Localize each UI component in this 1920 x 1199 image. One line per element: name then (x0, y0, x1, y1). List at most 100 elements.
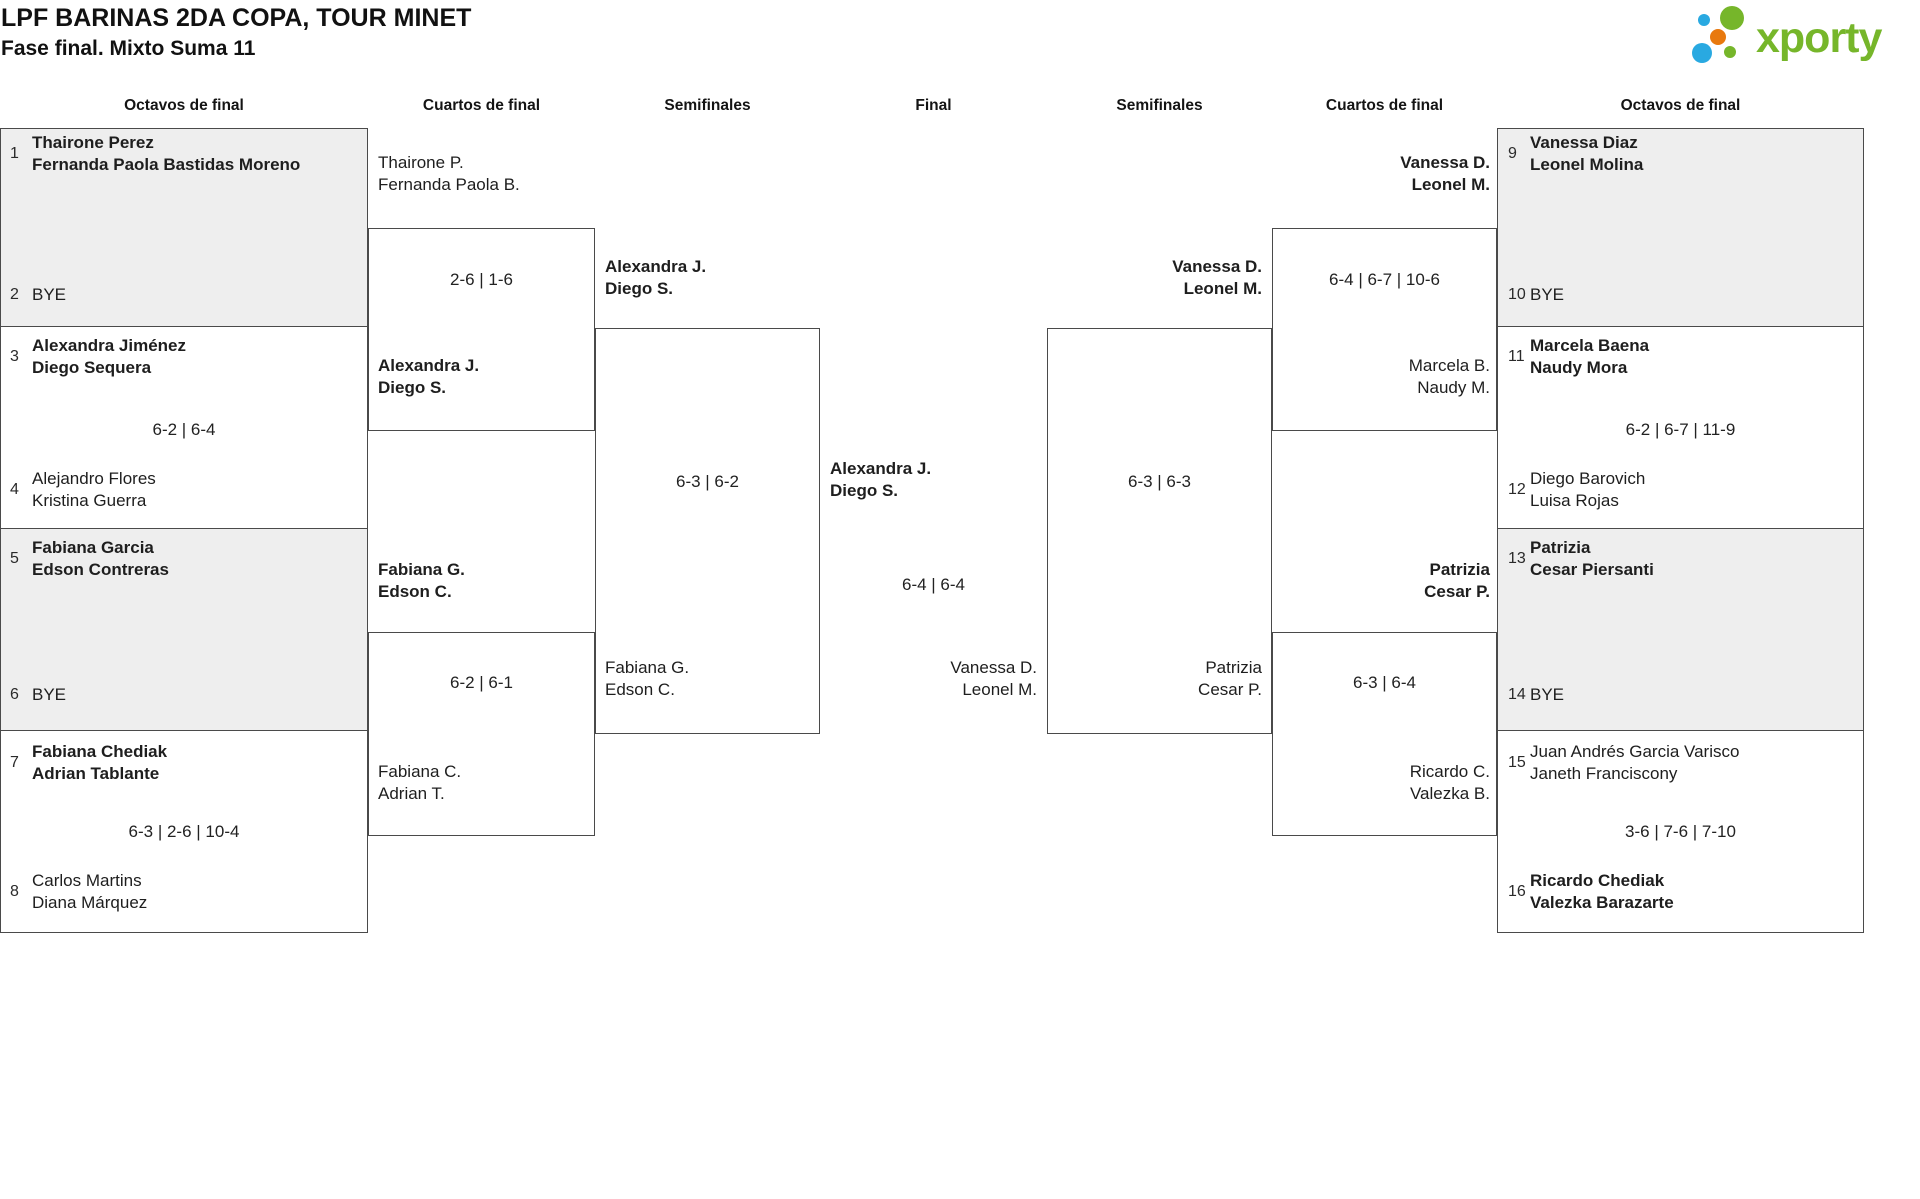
team-names: BYE (32, 684, 66, 706)
team-line: Valezka B. (1409, 784, 1490, 803)
team-line: Diego S. (830, 481, 899, 500)
team-names: Alejandro Flores Kristina Guerra (32, 468, 156, 512)
team-line: Naudy M. (1417, 378, 1490, 397)
seed-number: 2 (10, 286, 19, 303)
team-line: Marcela B. (1408, 356, 1490, 375)
team-line: Naudy Mora (1530, 358, 1628, 377)
advancing-team-label: Alexandra J. Diego S. (605, 256, 815, 300)
team-entry-seed-3: 3 Alexandra Jiménez Diego Sequera (6, 335, 364, 379)
match-box-sf-left (595, 328, 820, 734)
team-line: Edson C. (605, 680, 675, 699)
finalist-label-left: Alexandra J. Diego S. (830, 458, 1040, 502)
advancing-team-label: Alexandra J. Diego S. (378, 355, 588, 399)
seed-number: 12 (1508, 481, 1526, 498)
round-header-octavos-right: Octavos de final (1620, 97, 1741, 114)
seed-number: 13 (1508, 550, 1526, 567)
logo-text: xporty (1756, 14, 1882, 62)
team-line: Alexandra J. (830, 459, 932, 478)
team-line: Vanessa Diaz (1530, 133, 1638, 152)
team-line: Alejandro Flores (32, 469, 156, 488)
team-line: Alexandra Jiménez (32, 336, 187, 355)
advancing-team-label: Fabiana C. Adrian T. (378, 761, 588, 805)
match-box-sf-right (1047, 328, 1272, 734)
page-title: LPF BARINAS 2DA COPA, TOUR MINET (1, 4, 472, 32)
advancing-team-label: Ricardo C. Valezka B. (1272, 761, 1490, 805)
team-line: Ricardo C. (1409, 762, 1490, 781)
seed-number: 4 (10, 481, 19, 498)
advancing-team-label: Fabiana G. Edson C. (605, 657, 815, 701)
team-line: Diana Márquez (32, 893, 148, 912)
team-entry-seed-9: 9 Vanessa Diaz Leonel Molina (1504, 132, 1860, 176)
final-score: 6-4 | 6-4 (901, 575, 965, 594)
page-subtitle: Fase final. Mixto Suma 11 (1, 37, 256, 60)
team-line: Diego S. (378, 378, 447, 397)
team-line: Kristina Guerra (32, 491, 147, 510)
round-header-cuartos-left: Cuartos de final (422, 97, 541, 114)
match-box-r16-right-3 (1497, 528, 1864, 731)
advancing-team-label: Patrizia Cesar P. (1047, 657, 1262, 701)
team-line: Vanessa D. (1400, 153, 1490, 172)
round-header-octavos-left: Octavos de final (124, 97, 244, 114)
match-score: 6-2 | 6-4 (152, 420, 216, 439)
team-line: Fernanda Paola B. (378, 175, 520, 194)
advancing-team-label: Vanessa D. Leonel M. (1047, 256, 1262, 300)
team-line: Fabiana G. (378, 560, 465, 579)
seed-number: 6 (10, 686, 19, 703)
advancing-team-label: Thairone P. Fernanda Paola B. (378, 152, 588, 196)
team-entry-seed-16: 16 Ricardo Chediak Valezka Barazarte (1504, 870, 1860, 914)
logo-dot-blue-large (1692, 43, 1712, 63)
team-line: Alexandra J. (378, 356, 480, 375)
advancing-team-label: Vanessa D. Leonel M. (1272, 152, 1490, 196)
finalist-label-right: Vanessa D. Leonel M. (820, 657, 1037, 701)
team-line: Ricardo Chediak (1530, 871, 1665, 890)
team-entry-seed-14: 14 BYE (1504, 684, 1860, 706)
team-line: Cesar P. (1424, 582, 1490, 601)
seed-number: 7 (10, 754, 19, 771)
team-line: Fabiana Garcia (32, 538, 154, 557)
team-names: Diego Barovich Luisa Rojas (1530, 468, 1645, 512)
team-line: Carlos Martins (32, 871, 142, 890)
logo-dot-green-small (1724, 46, 1736, 58)
team-entry-seed-11: 11 Marcela Baena Naudy Mora (1504, 335, 1860, 379)
team-line: BYE (1530, 685, 1565, 704)
team-line: Patrizia (1530, 538, 1591, 557)
team-line: Valezka Barazarte (1530, 893, 1674, 912)
team-line: Fabiana Chediak (32, 742, 168, 761)
team-line: Cesar Piersanti (1530, 560, 1654, 579)
match-score: 3-6 | 7-6 | 7-10 (1625, 822, 1736, 841)
team-line: Leonel M. (962, 680, 1037, 699)
match-box-qf-left-2 (368, 632, 595, 836)
team-names: Marcela Baena Naudy Mora (1530, 335, 1649, 379)
team-names: BYE (32, 284, 66, 306)
team-line: Juan Andrés Garcia Varisco (1530, 742, 1740, 761)
round-header-semifinales-right: Semifinales (1116, 97, 1203, 114)
match-box-r16-right-1 (1497, 128, 1864, 327)
team-line: Fabiana C. (378, 762, 462, 781)
match-box-qf-right-1 (1272, 228, 1497, 431)
seed-number: 16 (1508, 883, 1526, 900)
team-line: Leonel Molina (1530, 155, 1644, 174)
team-entry-seed-4: 4 Alejandro Flores Kristina Guerra (6, 468, 364, 512)
team-names: Alexandra Jiménez Diego Sequera (32, 335, 186, 379)
team-names: Fabiana Chediak Adrian Tablante (32, 741, 167, 785)
team-line: Thairone P. (378, 153, 464, 172)
team-line: Diego Barovich (1530, 469, 1646, 488)
match-box-r16-left-1 (0, 128, 368, 327)
team-entry-seed-8: 8 Carlos Martins Diana Márquez (6, 870, 364, 914)
match-score: 6-2 | 6-1 (449, 673, 513, 692)
team-entry-seed-10: 10 BYE (1504, 284, 1860, 306)
team-line: Janeth Franciscony (1530, 764, 1678, 783)
advancing-team-label: Patrizia Cesar P. (1272, 559, 1490, 603)
team-line: Edson C. (378, 582, 452, 601)
team-entry-seed-1: 1 Thairone Perez Fernanda Paola Bastidas… (6, 132, 364, 176)
team-line: Fernanda Paola Bastidas Moreno (32, 155, 301, 174)
xporty-logo[interactable]: xporty (1680, 0, 1920, 75)
team-names: Thairone Perez Fernanda Paola Bastidas M… (32, 132, 300, 176)
team-line: Diego S. (605, 279, 674, 298)
seed-number: 3 (10, 348, 19, 365)
team-entry-seed-5: 5 Fabiana Garcia Edson Contreras (6, 537, 364, 581)
team-line: Marcela Baena (1530, 336, 1650, 355)
advancing-team-label: Fabiana G. Edson C. (378, 559, 588, 603)
team-entry-seed-12: 12 Diego Barovich Luisa Rojas (1504, 468, 1860, 512)
